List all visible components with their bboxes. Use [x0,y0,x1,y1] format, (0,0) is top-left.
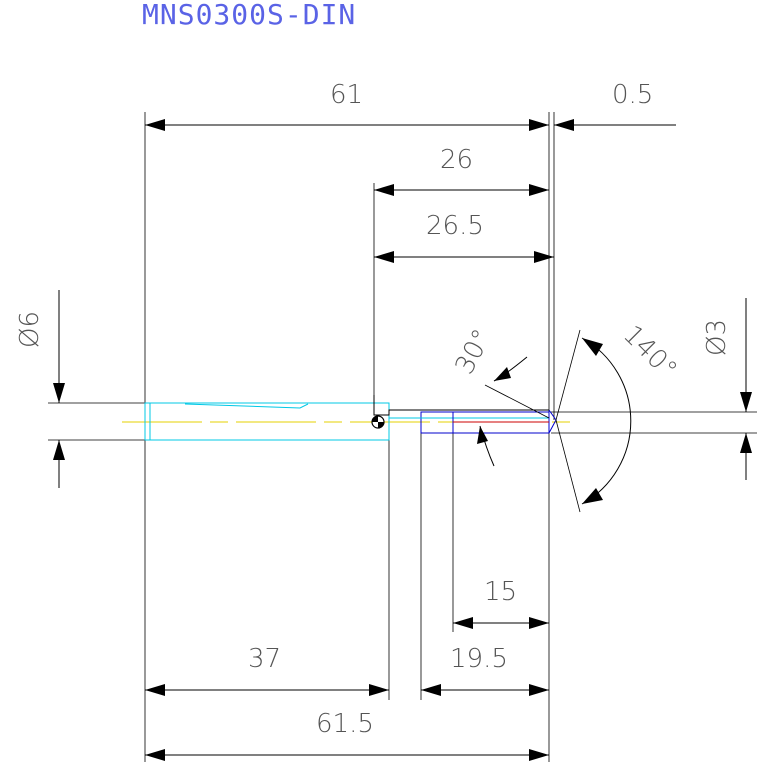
dimension-shank-diameter-label: Ø6 [15,311,45,348]
point-angle-dimension: 140° [555,320,683,513]
dimension-0-5-label: 0.5 [612,80,653,110]
dimension-0-5: 0.5 [554,80,676,131]
helix-angle-dimension: 30° [450,325,550,467]
dimension-61: 61 [145,80,549,131]
dimension-15: 15 [453,577,549,629]
dimension-19-5: 19.5 [421,644,549,696]
dimension-26-label: 26 [440,145,473,175]
helix-angle-label: 30° [450,325,498,380]
dimension-26: 26 [374,145,549,196]
dimension-37-label: 37 [248,644,281,674]
dimension-19-5-label: 19.5 [450,644,508,674]
tool-body [122,395,572,441]
dimension-tip-diameter-label: Ø3 [702,319,732,356]
dimension-61-5: 61.5 [145,709,549,761]
dimension-26-5: 26.5 [374,211,554,263]
drawing-title: MNS0300S-DIN [142,0,356,31]
dimension-tip-diameter: Ø3 [702,298,752,480]
extension-lines [48,112,757,762]
dimension-37: 37 [145,644,389,696]
point-angle-label: 140° [617,320,683,386]
dimension-shank-diameter: Ø6 [15,290,65,488]
dimension-15-label: 15 [484,577,517,607]
dimension-61-5-label: 61.5 [316,709,374,739]
neck-outline [373,395,549,416]
datum-marker [371,415,385,429]
shank-outline [144,402,390,441]
dimension-26-5-label: 26.5 [426,211,484,241]
dimension-61-label: 61 [330,80,363,110]
